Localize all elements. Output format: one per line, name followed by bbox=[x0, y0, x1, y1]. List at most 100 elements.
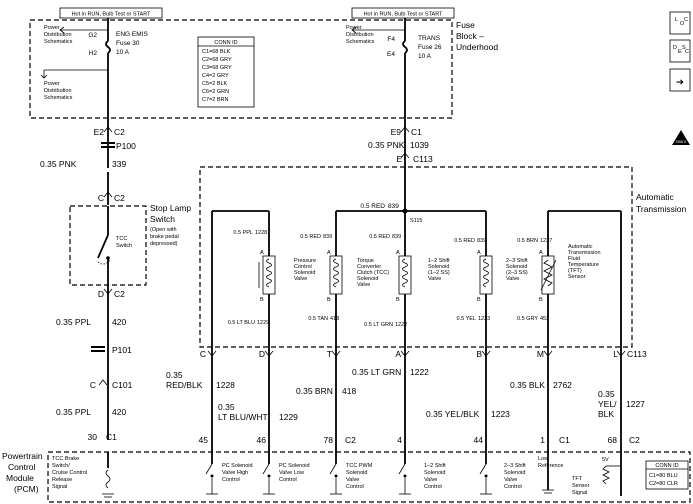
conn-id-top-row: C3=68 GRY bbox=[202, 65, 232, 71]
device-label: (2–3 SS) bbox=[506, 270, 528, 276]
c113-conn-label: C113 bbox=[627, 349, 647, 359]
harness-wire-num: 1228 bbox=[216, 380, 235, 390]
c113-connector-row: C D T A B M L C113 bbox=[200, 349, 647, 359]
conn-id-top-title: CONN ID bbox=[214, 40, 237, 46]
pcm-label: Sensor bbox=[572, 483, 590, 489]
pcm-label: TFT bbox=[572, 476, 583, 482]
pdist-right-line-1: Power bbox=[346, 25, 362, 31]
pdist-bottom-line-3: Schematics bbox=[44, 95, 73, 101]
pin-b: B bbox=[396, 297, 400, 303]
wire-0-35-ppl: 0.35 PPL bbox=[56, 317, 91, 327]
pdist-top-line-3: Schematics bbox=[44, 39, 73, 45]
c113-pin: T bbox=[327, 349, 332, 359]
harness-wire-label: 0.35 bbox=[166, 370, 183, 380]
device-label: Valve bbox=[506, 276, 519, 282]
tcc-switch-label-1: TCC bbox=[116, 236, 127, 242]
conn-c2-bottom: C2 bbox=[114, 289, 125, 299]
harness-wire-label: 0.35 YEL/BLK bbox=[426, 409, 480, 419]
pdist-bottom-line-2: Distribution bbox=[44, 88, 72, 94]
harness-wire-num: 1229 bbox=[279, 412, 298, 422]
circuit-420: 420 bbox=[112, 317, 126, 327]
pdist-top-line-2: Distribution bbox=[44, 32, 72, 38]
device-label: Automatic bbox=[568, 244, 593, 250]
conn-id-bottom-title: CONN ID bbox=[655, 463, 678, 469]
conn-c101: C101 bbox=[112, 380, 133, 390]
bottom-wire-color: 0.5 TAN bbox=[308, 316, 328, 322]
pcm-label: PC Solenoid bbox=[222, 463, 253, 469]
device-label: (1–2 SS) bbox=[428, 270, 450, 276]
tft-sensor: A B Automatic Transmission Fluid Tempera… bbox=[539, 244, 601, 303]
c113-pin: D bbox=[259, 349, 265, 359]
loc-icon[interactable]: L O C bbox=[669, 11, 691, 35]
fuse-right-name: TRANS bbox=[418, 35, 441, 42]
pcm-label: Solenoid bbox=[424, 470, 445, 476]
top-wire-color: 0.5 RED bbox=[369, 234, 390, 240]
harness-wire-num: 2762 bbox=[553, 380, 572, 390]
device-label: Valve bbox=[357, 282, 370, 288]
pcm-label: Valve bbox=[504, 477, 517, 483]
device-label: Sensor bbox=[568, 274, 586, 280]
pin-b: B bbox=[539, 297, 543, 303]
ss23-driver: 2–3 Shift Solenoid Valve Control bbox=[479, 452, 526, 495]
wire-0-35-pnk-right: 0.35 PNK bbox=[368, 140, 405, 150]
splice-p100: P100 bbox=[116, 141, 136, 151]
conn-c1-top: C1 bbox=[411, 127, 422, 137]
pcm-label: Low bbox=[538, 456, 548, 462]
pdist-top-line-1: Power bbox=[44, 25, 60, 31]
device-label: Converter bbox=[357, 264, 381, 270]
pcm-conn: C2 bbox=[629, 435, 640, 445]
pin-b: B bbox=[260, 297, 264, 303]
pcm-pin: 46 bbox=[257, 435, 267, 445]
left-hot-header-text: Hot in RUN, Bulb Test or START bbox=[72, 12, 151, 18]
pdist-bottom-line-1: Power bbox=[44, 81, 60, 87]
device-label: Valve bbox=[294, 276, 307, 282]
eng-emis-fuse bbox=[105, 40, 111, 54]
fuse-block-outline bbox=[29, 19, 453, 119]
top-wire-num: 1227 bbox=[540, 238, 552, 244]
device-label: Pressure bbox=[294, 258, 316, 264]
pc-low-driver: PC Solenoid Valve Low Control bbox=[262, 452, 310, 495]
bottom-wire-num: 1222 bbox=[395, 322, 407, 328]
harness-wire-label: 0.35 bbox=[598, 389, 615, 399]
bottom-wire-color: 0.5 GRY bbox=[517, 316, 538, 322]
pin-e2: E2 bbox=[94, 127, 105, 137]
pcm-label: Release bbox=[52, 477, 72, 483]
top-wire-color: 0.5 RED bbox=[454, 238, 475, 244]
pcm-title-2: Control bbox=[8, 462, 36, 472]
harness-wire-num: 1227 bbox=[626, 399, 645, 409]
loc-icon-letter: O bbox=[680, 21, 685, 27]
top-wire-num: 839 bbox=[323, 234, 332, 240]
harness-wire-label: 0.35 LT GRN bbox=[352, 367, 401, 377]
stop-lamp-note-3: depressed) bbox=[150, 241, 178, 247]
next-arrow-icon[interactable]: ➔ bbox=[669, 68, 691, 92]
harness-wire-num: 1222 bbox=[410, 367, 429, 377]
automatic-transmission-box bbox=[199, 166, 633, 348]
device-label: Torque bbox=[357, 258, 374, 264]
fuse-block-label-2: Block – bbox=[456, 31, 484, 41]
pin-b: B bbox=[327, 297, 331, 303]
pcm-pin: 1 bbox=[540, 435, 545, 445]
conn-id-top-row: C1=68 BLK bbox=[202, 49, 231, 55]
fuse-left-name: ENG EMIS bbox=[116, 31, 148, 38]
harness-wire-num: 1223 bbox=[491, 409, 510, 419]
loc-icon-letter: C bbox=[684, 17, 688, 23]
pcm-label: Solenoid bbox=[346, 470, 367, 476]
bottom-wire-num: 452 bbox=[540, 316, 549, 322]
stop-lamp-title-2: Switch bbox=[150, 214, 175, 224]
left-hot-header bbox=[59, 7, 163, 19]
desc-icon[interactable]: D E S C bbox=[669, 39, 691, 63]
pcm-label: Reference bbox=[538, 463, 563, 469]
stop-lamp-note-2: brake pedal bbox=[150, 234, 179, 240]
conn-id-bottom-row: C2=80 CLR bbox=[649, 481, 678, 487]
wire-0-35-pnk: 0.35 PNK bbox=[40, 159, 77, 169]
c113-pin: L bbox=[613, 349, 618, 359]
pcm-label: 1–2 Shift bbox=[424, 463, 446, 469]
pcm-label: Signal bbox=[572, 490, 587, 496]
five-volt-label: 5V bbox=[602, 457, 609, 463]
pcm-pin: 45 bbox=[199, 435, 209, 445]
auto-trans-label-1: Automatic bbox=[636, 192, 675, 202]
device-label: (TFT) bbox=[568, 268, 582, 274]
top-wire-color: 0.5 PPL bbox=[233, 230, 253, 236]
pcm-conn-c1-left: C1 bbox=[106, 432, 117, 442]
wire-0-35-ppl-lower: 0.35 PPL bbox=[56, 407, 91, 417]
